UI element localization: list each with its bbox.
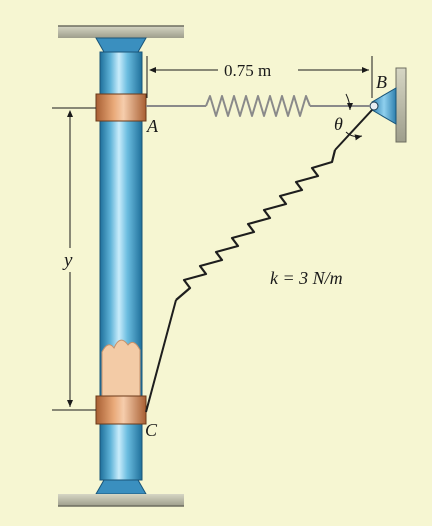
pole-cutaway	[101, 339, 141, 397]
height-label: y	[62, 250, 73, 271]
point-label-a: A	[146, 116, 159, 136]
angle-label: θ	[334, 114, 343, 134]
angle-arc	[345, 93, 363, 141]
dimension-label: 0.75 m	[224, 61, 271, 80]
wall-bracket	[369, 67, 407, 143]
spring-constant-label: k = 3 N/m	[270, 268, 343, 288]
ceiling-support	[58, 25, 184, 53]
collar-c	[95, 395, 147, 425]
floor-support	[58, 479, 184, 507]
spring-ab	[146, 95, 370, 117]
collar-a	[95, 93, 147, 122]
dimension-075: 0.75 m	[146, 56, 373, 98]
point-label-c: C	[145, 420, 158, 440]
point-label-b: B	[376, 72, 387, 92]
dimension-y: y	[52, 107, 96, 411]
spring-bc	[145, 109, 373, 413]
